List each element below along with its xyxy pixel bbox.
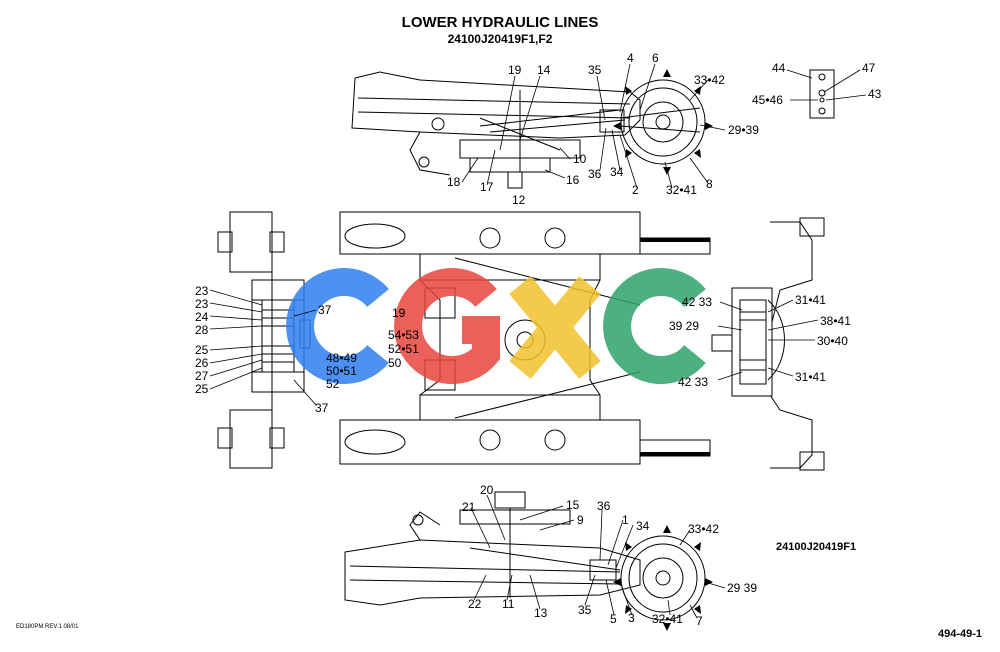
callout-bottom-12: 5: [610, 612, 617, 626]
watermark-g-red: [394, 268, 500, 384]
callout-center-3: 50: [388, 356, 402, 370]
callout-bottom-9: 11: [502, 597, 515, 611]
right-end-drawing: [711, 217, 825, 471]
callout-top-13: 8: [706, 177, 713, 191]
callout-top-17: 36: [588, 167, 602, 181]
callout-bottom-6: 34: [636, 519, 650, 533]
callout-top-7: 47: [862, 61, 876, 75]
revision-note: ED180PM REV.1 08/01: [16, 624, 79, 630]
leader-lines: [209, 63, 867, 619]
callout-top-18: 2: [632, 183, 639, 197]
callout-top-6: 44: [772, 61, 786, 75]
callout-bottom-3: 9: [577, 513, 584, 527]
callout-bottom-15: 7: [696, 614, 703, 628]
callout-right-1: 39 29: [669, 319, 699, 333]
callout-top-12: 34: [610, 165, 624, 179]
watermark-x-yellow: [509, 276, 601, 379]
callout-left-1: 23: [195, 297, 209, 311]
top-track-frame-drawing: [351, 71, 706, 189]
callout-top-2: 35: [588, 63, 602, 77]
watermark-c-green: [603, 268, 706, 384]
callout-top-10: 29•39: [728, 123, 759, 137]
undercarriage-plan-drawing: [339, 211, 711, 465]
callout-bottom-7: 33•42: [688, 522, 719, 536]
callout-right-5: 30•40: [817, 334, 848, 348]
callout-top-8: 45•46: [752, 93, 783, 107]
left-end-drawing: [217, 211, 311, 469]
callout-top-16: 16: [566, 173, 580, 187]
callout-bottom-14: 32•41: [652, 612, 683, 626]
callout-bottom-16: 29 39: [727, 581, 757, 595]
callout-bottom-13: 3: [628, 611, 635, 625]
callout-top-14: 18: [447, 175, 461, 189]
callout-labels: 19 14 35 4 6 33•42 44 47 45•46 43 29•39 …: [195, 51, 882, 628]
callout-top-4: 6: [652, 51, 659, 65]
callout-center-0: 19: [392, 306, 406, 320]
callout-right-2: 42 33: [678, 375, 708, 389]
bottom-track-frame-drawing: [344, 491, 706, 621]
callout-bottom-8: 22: [468, 597, 482, 611]
callout-center-2: 52•51: [388, 342, 419, 356]
callout-left-8: 37: [318, 303, 332, 317]
callout-left-5: 26: [195, 356, 209, 370]
callout-left-11: 52: [326, 377, 340, 391]
watermark-c-blue: [286, 268, 389, 384]
callout-right-4: 38•41: [820, 314, 851, 328]
callout-left-7: 25: [195, 382, 209, 396]
callout-bottom-10: 13: [534, 606, 548, 620]
callout-bottom-11: 35: [578, 603, 592, 617]
callout-left-2: 24: [195, 310, 209, 324]
center-track-shoes: [640, 238, 710, 456]
callout-top-15: 17: [480, 180, 494, 194]
callout-top-20: 12: [512, 193, 526, 207]
view-reference-label: 24100J20419F1: [776, 541, 857, 553]
callout-left-10: 50•51: [326, 364, 357, 378]
callout-left-9: 48•49: [326, 351, 357, 365]
diagram-title: LOWER HYDRAULIC LINES: [401, 14, 599, 31]
callout-bottom-2: 15: [566, 498, 580, 512]
callout-left-3: 28: [195, 323, 209, 337]
callout-top-3: 4: [627, 51, 634, 65]
callout-bottom-5: 1: [622, 513, 629, 527]
callout-right-0: 42 33: [682, 295, 712, 309]
callout-top-9: 43: [868, 87, 882, 101]
manifold-plate-detail: [809, 69, 835, 119]
callout-top-1: 14: [537, 63, 551, 77]
callout-left-12: 37: [315, 401, 329, 415]
callout-left-6: 27: [195, 369, 209, 383]
callout-right-6: 31•41: [795, 370, 826, 384]
diagram-subtitle: 24100J20419F1,F2: [447, 32, 553, 46]
callout-left-0: 23: [195, 284, 209, 298]
callout-left-4: 25: [195, 343, 209, 357]
callout-top-5: 33•42: [694, 73, 725, 87]
page-number: 494-49-1: [938, 628, 983, 640]
watermark-logo: [286, 268, 706, 384]
callout-bottom-0: 20: [480, 483, 494, 497]
callout-right-3: 31•41: [795, 293, 826, 307]
callout-center-1: 54•53: [388, 328, 419, 342]
callout-top-11: 10: [573, 152, 587, 166]
callout-bottom-4: 36: [597, 499, 611, 513]
callout-top-0: 19: [508, 63, 522, 77]
callout-bottom-1: 21: [462, 500, 476, 514]
callout-top-19: 32•41: [666, 183, 697, 197]
